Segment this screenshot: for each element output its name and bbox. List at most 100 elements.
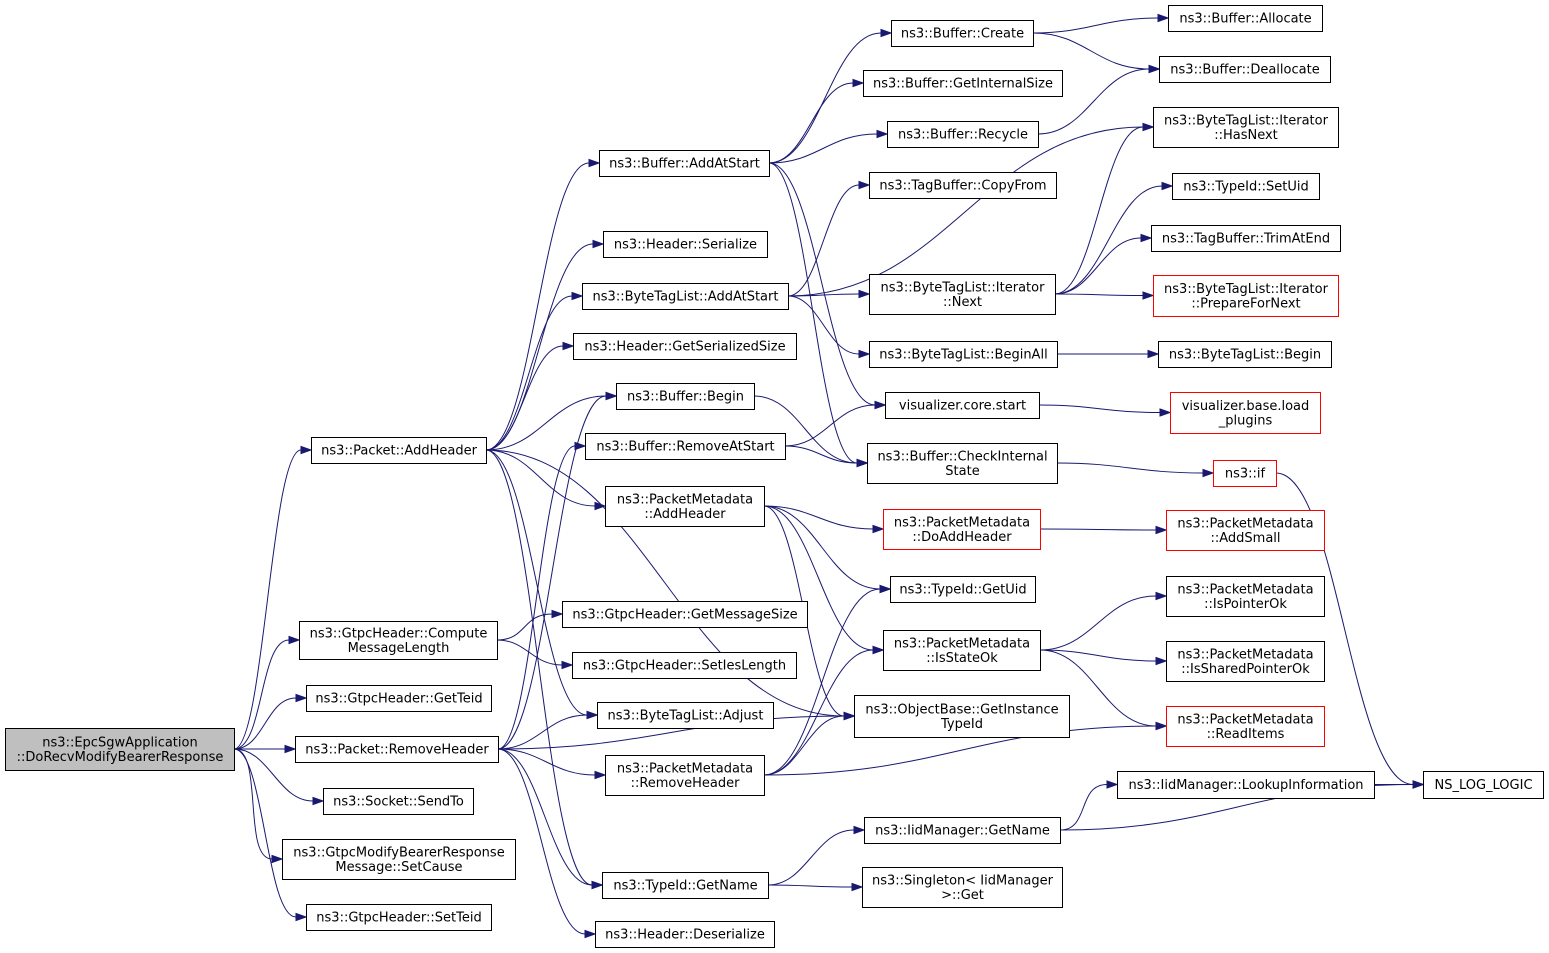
arrowhead bbox=[1140, 233, 1153, 243]
edge-line bbox=[485, 345, 564, 451]
edge-line bbox=[1056, 462, 1204, 474]
node-singleton-get[interactable]: ns3::Singleton< IidManager>::Get bbox=[862, 867, 1063, 908]
node-header-serialize[interactable]: ns3::Header::Serialize bbox=[603, 231, 768, 258]
node-vis-base-load[interactable]: visualizer.base.load_plugins bbox=[1170, 392, 1321, 434]
edge-pm-doaddheader-to-pm-addsmall bbox=[1039, 525, 1168, 535]
edge-packet-addheader-to-header-getsersize bbox=[485, 341, 575, 451]
node-label-line: NS_LOG_LOGIC bbox=[1434, 778, 1532, 793]
arrowhead bbox=[879, 584, 892, 594]
node-gtpc-setteid[interactable]: ns3::GtpcHeader::SetTeid bbox=[306, 904, 492, 931]
node-typeid-getname[interactable]: ns3::TypeId::GetName bbox=[602, 872, 769, 899]
node-pm-addheader[interactable]: ns3::PacketMetadata::AddHeader bbox=[605, 486, 765, 527]
node-setcause[interactable]: ns3::GtpcModifyBearerResponseMessage::Se… bbox=[282, 839, 516, 880]
node-buffer-getinternalsize[interactable]: ns3::Buffer::GetInternalSize bbox=[863, 70, 1063, 97]
edge-btl-iter-next-to-btl-iter-hasnext bbox=[1054, 122, 1155, 295]
node-tagbuffer-trimatend[interactable]: ns3::TagBuffer::TrimAtEnd bbox=[1151, 225, 1341, 252]
node-packet-addheader[interactable]: ns3::Packet::AddHeader bbox=[311, 437, 487, 464]
node-label-line: TypeId bbox=[940, 717, 983, 732]
node-buffer-create[interactable]: ns3::Buffer::Create bbox=[891, 20, 1034, 47]
node-iid-getname[interactable]: ns3::IidManager::GetName bbox=[864, 817, 1061, 844]
node-typeid-getuid[interactable]: ns3::TypeId::GetUid bbox=[890, 576, 1036, 603]
node-buffer-deallocate[interactable]: ns3::Buffer::Deallocate bbox=[1159, 56, 1331, 83]
edge-line bbox=[763, 505, 874, 530]
edge-pm-removeheader-to-pm-isstateok bbox=[763, 645, 885, 776]
arrowhead bbox=[872, 524, 885, 534]
node-root[interactable]: ns3::EpcSgwApplication::DoRecvModifyBear… bbox=[5, 728, 235, 771]
edge-packet-removeheader-to-pm-removeheader bbox=[497, 748, 607, 780]
node-buffer-begin[interactable]: ns3::Buffer::Begin bbox=[616, 383, 755, 410]
node-pm-ispointerok[interactable]: ns3::PacketMetadata::IsPointerOk bbox=[1166, 576, 1325, 617]
node-header-getsersize[interactable]: ns3::Header::GetSerializedSize bbox=[573, 333, 797, 360]
edge-packet-removeheader-to-header-deserialize bbox=[497, 748, 597, 939]
edge-buffer-create-to-buffer-deallocate bbox=[1032, 32, 1161, 74]
node-pm-addsmall[interactable]: ns3::PacketMetadata::AddSmall bbox=[1166, 510, 1325, 551]
arrowhead bbox=[1161, 181, 1174, 191]
node-gtpc-getmsgsize[interactable]: ns3::GtpcHeader::GetMessageSize bbox=[562, 601, 808, 628]
edge-root-to-packet-addheader bbox=[233, 445, 313, 750]
node-box bbox=[582, 283, 789, 310]
arrowhead bbox=[284, 744, 297, 754]
node-box bbox=[1153, 275, 1339, 317]
node-label-line: ns3::Buffer::Allocate bbox=[1179, 12, 1311, 27]
node-buffer-recycle[interactable]: ns3::Buffer::Recycle bbox=[887, 121, 1039, 148]
edge-line bbox=[485, 295, 573, 451]
edge-line bbox=[485, 449, 593, 886]
node-label-line: State bbox=[945, 464, 979, 479]
edge-line bbox=[787, 126, 1144, 297]
edge-btl-addatstart-to-btl-beginall bbox=[787, 295, 871, 359]
node-ns3-if[interactable]: ns3::if bbox=[1213, 460, 1277, 487]
node-packet-removeheader[interactable]: ns3::Packet::RemoveHeader bbox=[295, 736, 499, 763]
node-header-deserialize[interactable]: ns3::Header::Deserialize bbox=[595, 921, 775, 948]
node-vis-core-start[interactable]: visualizer.core.start bbox=[885, 392, 1040, 419]
node-label-line: >::Get bbox=[941, 888, 984, 903]
node-pm-readitems[interactable]: ns3::PacketMetadata::ReadItems bbox=[1166, 706, 1325, 747]
node-btl-iter-next[interactable]: ns3::ByteTagList::Iterator::Next bbox=[869, 274, 1056, 315]
node-btl-iter-hasnext[interactable]: ns3::ByteTagList::Iterator::HasNext bbox=[1153, 107, 1339, 148]
node-label-line: ns3::ByteTagList::Begin bbox=[1169, 348, 1321, 363]
edge-line bbox=[485, 449, 845, 717]
node-label-line: ns3::Packet::RemoveHeader bbox=[305, 743, 489, 758]
node-tagbuffer-copyfrom[interactable]: ns3::TagBuffer::CopyFrom bbox=[869, 172, 1057, 199]
edge-line bbox=[768, 82, 854, 164]
node-gtpc-getteid[interactable]: ns3::GtpcHeader::GetTeid bbox=[306, 685, 492, 712]
node-box bbox=[616, 383, 755, 410]
node-btl-addatstart[interactable]: ns3::ByteTagList::AddAtStart bbox=[582, 283, 789, 310]
arrowhead bbox=[574, 441, 587, 451]
node-socket-sendto[interactable]: ns3::Socket::SendTo bbox=[323, 788, 474, 815]
node-box bbox=[869, 274, 1056, 315]
node-btl-iter-prepare[interactable]: ns3::ByteTagList::Iterator::PrepareForNe… bbox=[1153, 275, 1339, 317]
node-label-line: visualizer.core.start bbox=[899, 399, 1026, 414]
node-btl-adjust[interactable]: ns3::ByteTagList::Adjust bbox=[597, 702, 774, 729]
node-label-line: ns3::IidManager::LookupInformation bbox=[1128, 778, 1363, 793]
node-typeid-setuid[interactable]: ns3::TypeId::SetUid bbox=[1172, 173, 1320, 200]
arrowhead bbox=[271, 854, 284, 864]
arrowhead bbox=[856, 458, 869, 468]
node-label-line: ns3::TagBuffer::TrimAtEnd bbox=[1162, 232, 1330, 247]
node-label-line: ns3::ByteTagList::Iterator bbox=[881, 280, 1046, 295]
node-btl-begin[interactable]: ns3::ByteTagList::Begin bbox=[1158, 341, 1332, 368]
node-pm-isstateok[interactable]: ns3::PacketMetadata::IsStateOk bbox=[883, 630, 1041, 671]
arrowhead bbox=[1159, 408, 1172, 417]
node-box bbox=[311, 437, 487, 464]
node-ns-log-logic[interactable]: NS_LOG_LOGIC bbox=[1423, 771, 1544, 799]
node-box bbox=[883, 509, 1041, 550]
node-buffer-allocate[interactable]: ns3::Buffer::Allocate bbox=[1168, 5, 1323, 32]
node-pm-doaddheader[interactable]: ns3::PacketMetadata::DoAddHeader bbox=[883, 509, 1041, 550]
arrowhead bbox=[591, 880, 604, 890]
node-iid-lookupinfo[interactable]: ns3::IidManager::LookupInformation bbox=[1117, 771, 1375, 799]
node-buffer-addatstart[interactable]: ns3::Buffer::AddAtStart bbox=[599, 150, 770, 177]
edge-pm-removeheader-to-typeid-getuid bbox=[763, 584, 892, 776]
node-pm-issharedpointerok[interactable]: ns3::PacketMetadata::IsSharedPointerOk bbox=[1166, 641, 1325, 682]
edge-pm-addheader-to-typeid-getuid bbox=[763, 505, 892, 594]
node-btl-beginall[interactable]: ns3::ByteTagList::BeginAll bbox=[869, 341, 1058, 368]
node-box bbox=[883, 630, 1041, 671]
node-gtpc-setieslength[interactable]: ns3::GtpcHeader::SetIesLength bbox=[572, 652, 797, 679]
node-pm-removeheader[interactable]: ns3::PacketMetadata::RemoveHeader bbox=[605, 755, 765, 796]
node-label-line: ns3::Buffer::AddAtStart bbox=[609, 157, 760, 172]
node-box bbox=[602, 872, 769, 899]
node-box bbox=[863, 70, 1063, 97]
node-buffer-removeatstart[interactable]: ns3::Buffer::RemoveAtStart bbox=[585, 433, 786, 460]
